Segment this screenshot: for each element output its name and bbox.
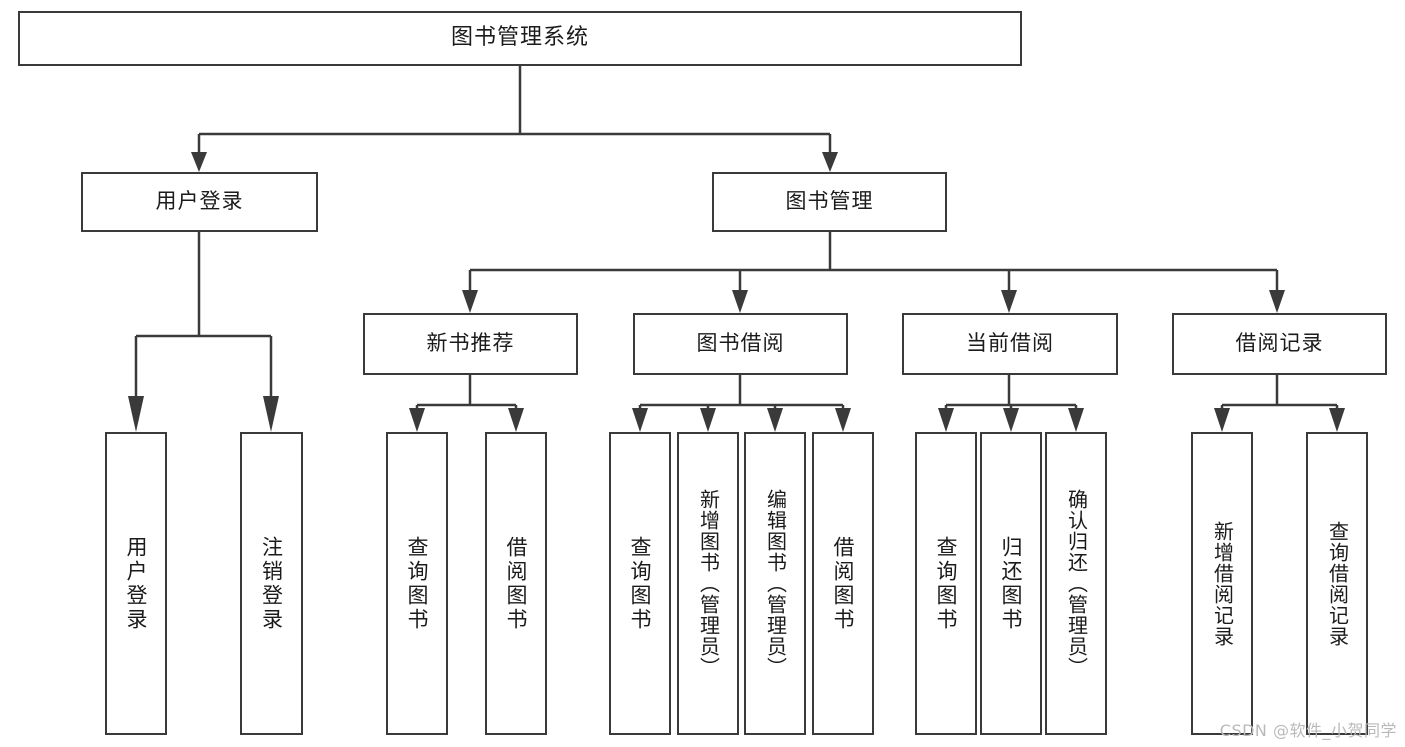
node-book-management[interactable]: 图书管理 [712, 172, 947, 232]
leaf-query-book-newbook[interactable]: 查询图书 [386, 432, 448, 735]
leaf-logout[interactable]: 注销登录 [240, 432, 303, 735]
node-new-book-recommend[interactable]: 新书推荐 [363, 313, 578, 375]
arrow-current-l1 [938, 408, 954, 432]
arrow-newbook-l2 [508, 408, 524, 432]
arrow-record-l1 [1214, 408, 1230, 432]
arrow-record-l2 [1329, 408, 1345, 432]
leaf-edit-book-admin[interactable]: 编辑图书（管理员） [744, 432, 806, 735]
leaf-query-book-current[interactable]: 查询图书 [915, 432, 977, 735]
node-root[interactable]: 图书管理系统 [18, 11, 1022, 66]
leaf-add-book-admin[interactable]: 新增图书（管理员） [677, 432, 739, 735]
arrow-root-to-book-mgmt [822, 152, 838, 172]
node-user-login[interactable]: 用户登录 [81, 172, 318, 232]
arrow-user-login-leaf1 [128, 396, 144, 432]
arrow-borrow-l4 [835, 408, 851, 432]
leaf-user-login[interactable]: 用户登录 [105, 432, 167, 735]
leaf-query-book-borrow[interactable]: 查询图书 [609, 432, 671, 735]
arrow-borrow-l1 [632, 408, 648, 432]
arrow-current-l3 [1068, 408, 1084, 432]
arrow-newbook-l1 [409, 408, 425, 432]
arrow-book-mgmt-c4 [1269, 290, 1285, 313]
node-borrow-record[interactable]: 借阅记录 [1172, 313, 1387, 375]
leaf-borrow-book[interactable]: 借阅图书 [812, 432, 874, 735]
arrow-current-l2 [1003, 408, 1019, 432]
leaf-confirm-return-admin[interactable]: 确认归还（管理员） [1045, 432, 1107, 735]
node-current-borrow[interactable]: 当前借阅 [902, 313, 1118, 375]
leaf-borrow-book-newbook[interactable]: 借阅图书 [485, 432, 547, 735]
leaf-add-borrow-record[interactable]: 新增借阅记录 [1191, 432, 1253, 735]
arrow-book-mgmt-c3 [1001, 290, 1017, 313]
arrow-book-mgmt-c1 [462, 290, 478, 313]
arrow-book-mgmt-c2 [732, 290, 748, 313]
leaf-query-borrow-record[interactable]: 查询借阅记录 [1306, 432, 1368, 735]
arrow-borrow-l2 [700, 408, 716, 432]
arrow-borrow-l3 [767, 408, 783, 432]
arrow-root-to-user-login [191, 152, 207, 172]
leaf-return-book[interactable]: 归还图书 [980, 432, 1042, 735]
node-book-borrow[interactable]: 图书借阅 [633, 313, 848, 375]
arrow-user-login-leaf2 [263, 396, 279, 432]
